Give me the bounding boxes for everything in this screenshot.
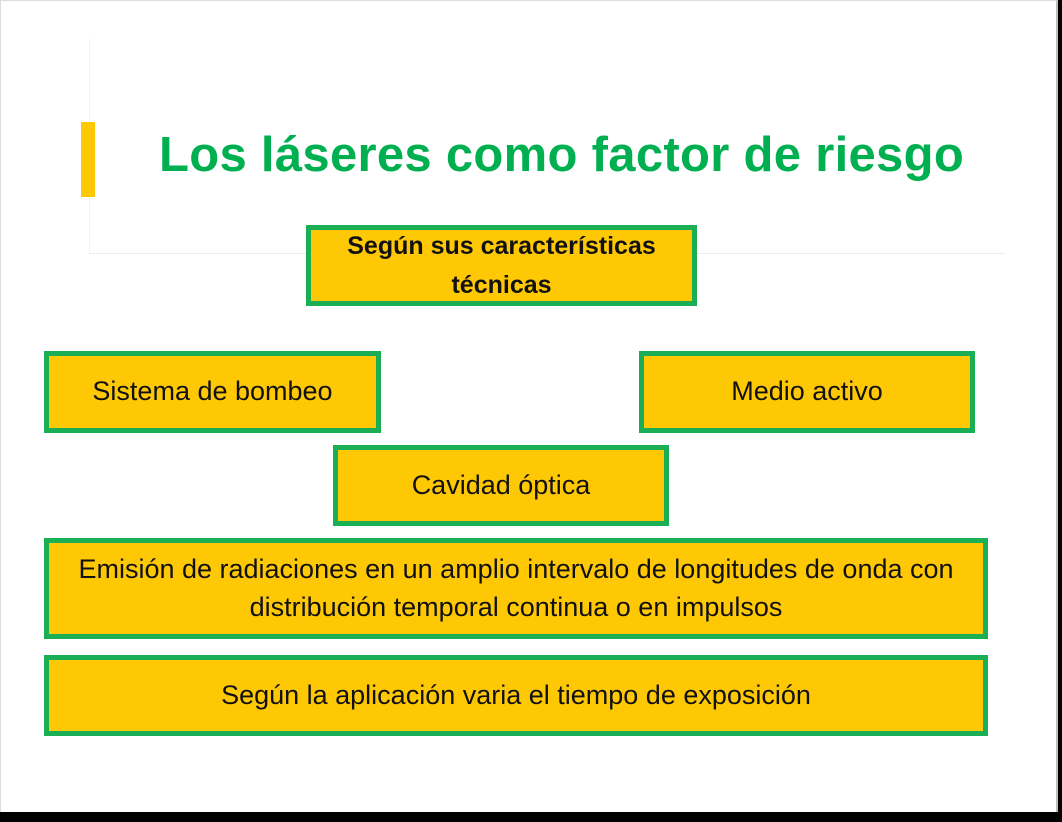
slide-title: Los láseres como factor de riesgo	[159, 128, 965, 182]
title-accent-bar	[81, 122, 95, 197]
header-box-text: Según sus características técnicas	[347, 231, 656, 299]
pumping-system-box: Sistema de bombeo	[44, 351, 381, 433]
optical-cavity-text: Cavidad óptica	[411, 469, 591, 500]
active-medium-box: Medio activo	[639, 351, 975, 433]
title-placeholder: Los láseres como factor de riesgo	[89, 39, 1005, 254]
application-box: Según la aplicación varia el tiempo de e…	[44, 655, 988, 736]
active-medium-text: Medio activo	[731, 376, 883, 407]
emission-text: Emisión de radiaciones en un amplio inte…	[78, 553, 954, 622]
pumping-system-text: Sistema de bombeo	[92, 376, 333, 407]
header-box: Según sus características técnicas	[306, 225, 697, 306]
emission-box: Emisión de radiaciones en un amplio inte…	[44, 538, 988, 639]
optical-cavity-box: Cavidad óptica	[333, 445, 669, 526]
application-text: Según la aplicación varia el tiempo de e…	[221, 679, 811, 710]
